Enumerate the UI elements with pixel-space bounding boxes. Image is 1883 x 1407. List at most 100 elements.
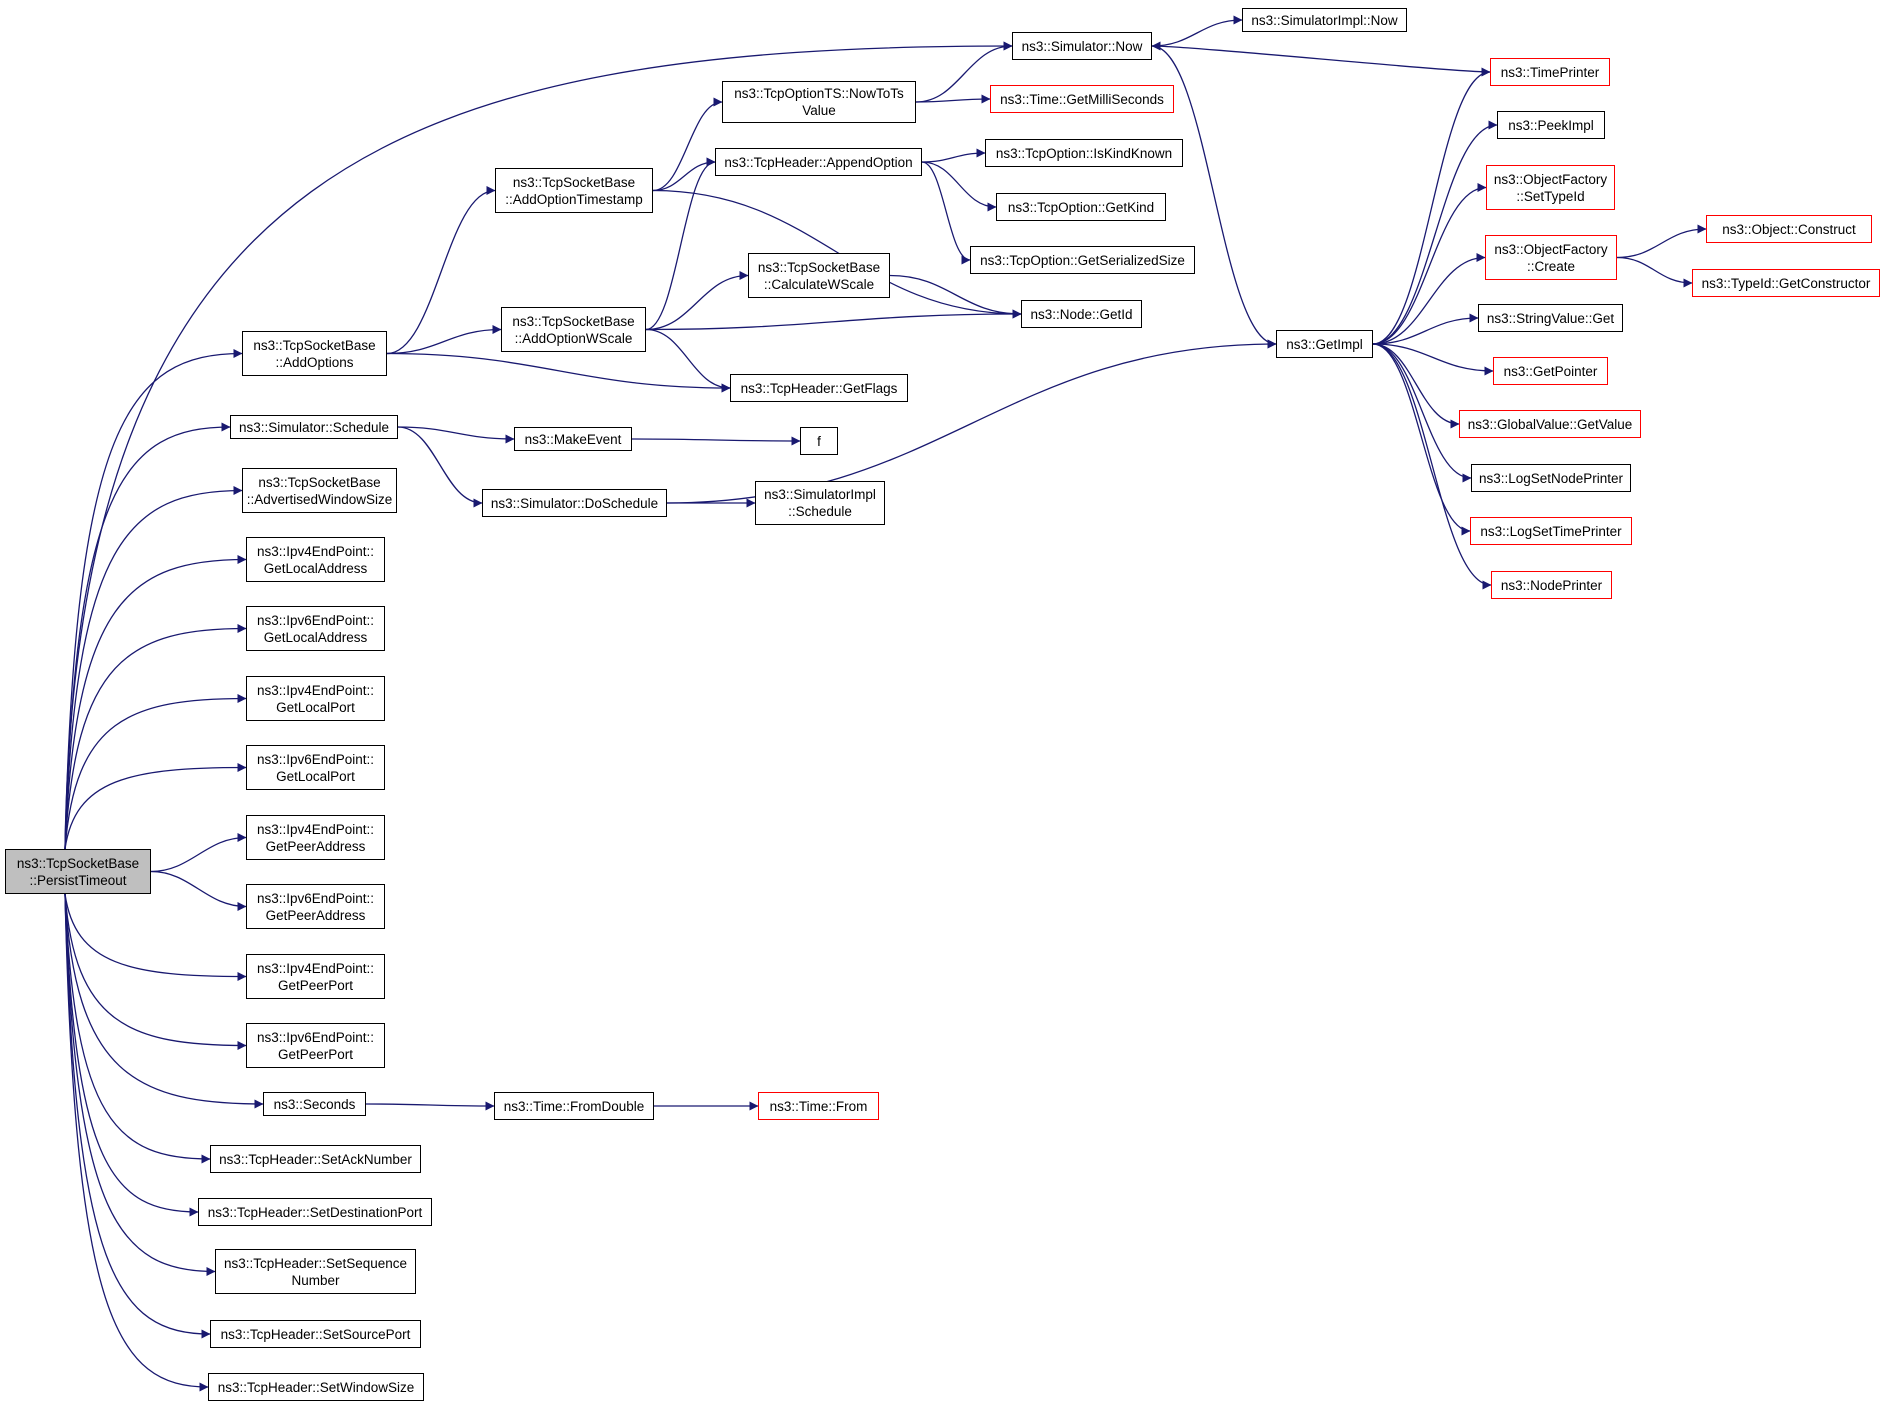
node-label: ns3::Simulator::Schedule <box>238 419 390 435</box>
edge-root-to-v6LocalAddr <box>64 624 247 850</box>
edge-timePrinter-to-simNow <box>1151 41 1491 73</box>
edge-root-to-v4PeerAddr <box>150 833 247 873</box>
node-set-dest[interactable]: ns3::TcpHeader::SetDestinationPort <box>198 1198 432 1226</box>
node-f[interactable]: f <box>800 427 838 455</box>
node-impl-now[interactable]: ns3::SimulatorImpl::Now <box>1242 8 1407 32</box>
node-v4-local-addr[interactable]: ns3::Ipv4EndPoint:: GetLocalAddress <box>246 537 385 582</box>
node-of-set-type-id[interactable]: ns3::ObjectFactory ::SetTypeId <box>1486 165 1615 210</box>
node-label: ns3::Time::FromDouble <box>503 1098 645 1114</box>
node-v6-local-port[interactable]: ns3::Ipv6EndPoint:: GetLocalPort <box>246 745 385 790</box>
node-label: ns3::Ipv4EndPoint:: GetPeerPort <box>256 960 375 993</box>
node-label: ns3::NodePrinter <box>1500 577 1603 593</box>
node-label: ns3::Object::Construct <box>1722 221 1856 237</box>
node-label: f <box>817 433 821 449</box>
edge-addWs-to-nodeGetId <box>645 309 1022 331</box>
node-get-pointer[interactable]: ns3::GetPointer <box>1493 357 1608 385</box>
node-time-from[interactable]: ns3::Time::From <box>758 1092 879 1120</box>
node-label: ns3::Ipv6EndPoint:: GetLocalAddress <box>256 612 375 645</box>
node-is-kind-known[interactable]: ns3::TcpOption::IsKindKnown <box>985 139 1183 167</box>
node-label: ns3::Seconds <box>273 1096 356 1112</box>
node-label: ns3::GlobalValue::GetValue <box>1467 416 1633 432</box>
node-calc-ws[interactable]: ns3::TcpSocketBase ::CalculateWScale <box>748 253 890 298</box>
edge-getImpl-to-peekImpl <box>1372 120 1498 345</box>
edge-addTs-to-nowToTs <box>652 97 723 192</box>
node-get-ctor[interactable]: ns3::TypeId::GetConstructor <box>1692 269 1880 297</box>
node-v6-local-addr[interactable]: ns3::Ipv6EndPoint:: GetLocalAddress <box>246 606 385 651</box>
node-add-ts[interactable]: ns3::TcpSocketBase ::AddOptionTimestamp <box>495 168 653 213</box>
node-get-kind[interactable]: ns3::TcpOption::GetKind <box>996 193 1166 221</box>
edge-addOptions-to-addWs <box>386 325 502 355</box>
node-label: ns3::TcpOption::IsKindKnown <box>995 145 1173 161</box>
node-from-double[interactable]: ns3::Time::FromDouble <box>494 1092 654 1120</box>
node-sim-now[interactable]: ns3::Simulator::Now <box>1012 32 1152 60</box>
node-schedule[interactable]: ns3::Simulator::Schedule <box>230 415 398 439</box>
edge-seconds-to-fromDouble <box>365 1101 495 1111</box>
node-root[interactable]: ns3::TcpSocketBase ::PersistTimeout <box>5 849 151 894</box>
node-append-opt[interactable]: ns3::TcpHeader::AppendOption <box>715 148 922 176</box>
edge-makeEvent-to-f <box>631 436 801 446</box>
node-set-ack[interactable]: ns3::TcpHeader::SetAckNumber <box>210 1145 421 1173</box>
node-node-printer[interactable]: ns3::NodePrinter <box>1491 571 1612 599</box>
edge-root-to-simNow <box>64 41 1013 850</box>
node-label: ns3::Node::GetId <box>1030 306 1133 322</box>
edge-getImpl-to-getPointer <box>1372 343 1494 376</box>
node-get-milli[interactable]: ns3::Time::GetMilliSeconds <box>990 85 1174 113</box>
node-label: ns3::Simulator::Now <box>1021 38 1143 54</box>
node-log-set-node[interactable]: ns3::LogSetNodePrinter <box>1471 464 1631 492</box>
node-adv-win[interactable]: ns3::TcpSocketBase ::AdvertisedWindowSiz… <box>242 468 397 513</box>
edge-root-to-schedule <box>64 422 231 850</box>
node-log-set-time[interactable]: ns3::LogSetTimePrinter <box>1470 517 1632 545</box>
edge-addOptions-to-getFlags <box>386 352 731 393</box>
node-v4-peer-addr[interactable]: ns3::Ipv4EndPoint:: GetPeerAddress <box>246 815 385 860</box>
node-label: ns3::TcpHeader::SetAckNumber <box>219 1151 412 1167</box>
node-label: ns3::LogSetNodePrinter <box>1478 470 1624 486</box>
node-add-ws[interactable]: ns3::TcpSocketBase ::AddOptionWScale <box>501 307 646 352</box>
node-set-src[interactable]: ns3::TcpHeader::SetSourcePort <box>210 1320 421 1348</box>
node-label: ns3::TcpSocketBase ::CalculateWScale <box>757 259 881 292</box>
edge-root-to-v6PeerPort <box>64 893 247 1050</box>
node-seconds[interactable]: ns3::Seconds <box>263 1092 366 1116</box>
edge-addWs-to-appendOpt <box>645 157 716 331</box>
node-v6-peer-port[interactable]: ns3::Ipv6EndPoint:: GetPeerPort <box>246 1023 385 1068</box>
node-set-seq[interactable]: ns3::TcpHeader::SetSequence Number <box>215 1249 416 1294</box>
edge-root-to-v4PeerPort <box>64 893 247 981</box>
node-set-win[interactable]: ns3::TcpHeader::SetWindowSize <box>208 1373 424 1401</box>
node-label: ns3::TcpHeader::AppendOption <box>724 154 913 170</box>
node-obj-construct[interactable]: ns3::Object::Construct <box>1706 215 1872 243</box>
node-label: ns3::TcpHeader::GetFlags <box>740 380 898 396</box>
node-v6-peer-addr[interactable]: ns3::Ipv6EndPoint:: GetPeerAddress <box>246 884 385 929</box>
node-label: ns3::ObjectFactory ::SetTypeId <box>1493 171 1608 204</box>
node-label: ns3::TcpSocketBase ::AddOptions <box>253 337 376 370</box>
node-get-flags[interactable]: ns3::TcpHeader::GetFlags <box>730 374 908 402</box>
edge-addOptions-to-addTs <box>386 186 496 355</box>
node-label: ns3::GetPointer <box>1503 363 1598 379</box>
node-node-get-id[interactable]: ns3::Node::GetId <box>1021 300 1142 328</box>
node-label: ns3::Ipv4EndPoint:: GetLocalAddress <box>256 543 375 576</box>
node-do-schedule[interactable]: ns3::Simulator::DoSchedule <box>482 489 667 517</box>
node-peek-impl[interactable]: ns3::PeekImpl <box>1497 111 1605 139</box>
node-get-ser-size[interactable]: ns3::TcpOption::GetSerializedSize <box>970 246 1195 274</box>
edge-getImpl-to-logSetNode <box>1372 343 1472 483</box>
node-now-to-ts[interactable]: ns3::TcpOptionTS::NowToTs Value <box>722 81 916 123</box>
edge-root-to-setAck <box>64 893 211 1164</box>
node-label: ns3::PeekImpl <box>1508 117 1594 133</box>
node-add-options[interactable]: ns3::TcpSocketBase ::AddOptions <box>242 331 387 376</box>
node-v4-peer-port[interactable]: ns3::Ipv4EndPoint:: GetPeerPort <box>246 954 385 999</box>
node-str-get[interactable]: ns3::StringValue::Get <box>1478 304 1623 332</box>
node-time-printer[interactable]: ns3::TimePrinter <box>1490 58 1610 86</box>
edge-root-to-v4LocalAddr <box>64 555 247 850</box>
node-label: ns3::LogSetTimePrinter <box>1480 523 1622 539</box>
edge-getImpl-to-timePrinter <box>1372 67 1491 345</box>
node-get-impl[interactable]: ns3::GetImpl <box>1276 330 1373 358</box>
node-impl-schedule[interactable]: ns3::SimulatorImpl ::Schedule <box>755 481 885 525</box>
edge-addWs-to-calcWs <box>645 271 749 331</box>
node-of-create[interactable]: ns3::ObjectFactory ::Create <box>1485 235 1617 280</box>
node-make-event[interactable]: ns3::MakeEvent <box>514 427 632 451</box>
node-gv-get-value[interactable]: ns3::GlobalValue::GetValue <box>1459 410 1641 438</box>
edge-root-to-advWin <box>64 486 243 850</box>
edge-root-to-seconds <box>64 893 264 1109</box>
node-v4-local-port[interactable]: ns3::Ipv4EndPoint:: GetLocalPort <box>246 676 385 721</box>
node-label: ns3::Time::From <box>769 1098 868 1114</box>
node-label: ns3::ObjectFactory ::Create <box>1494 241 1608 274</box>
